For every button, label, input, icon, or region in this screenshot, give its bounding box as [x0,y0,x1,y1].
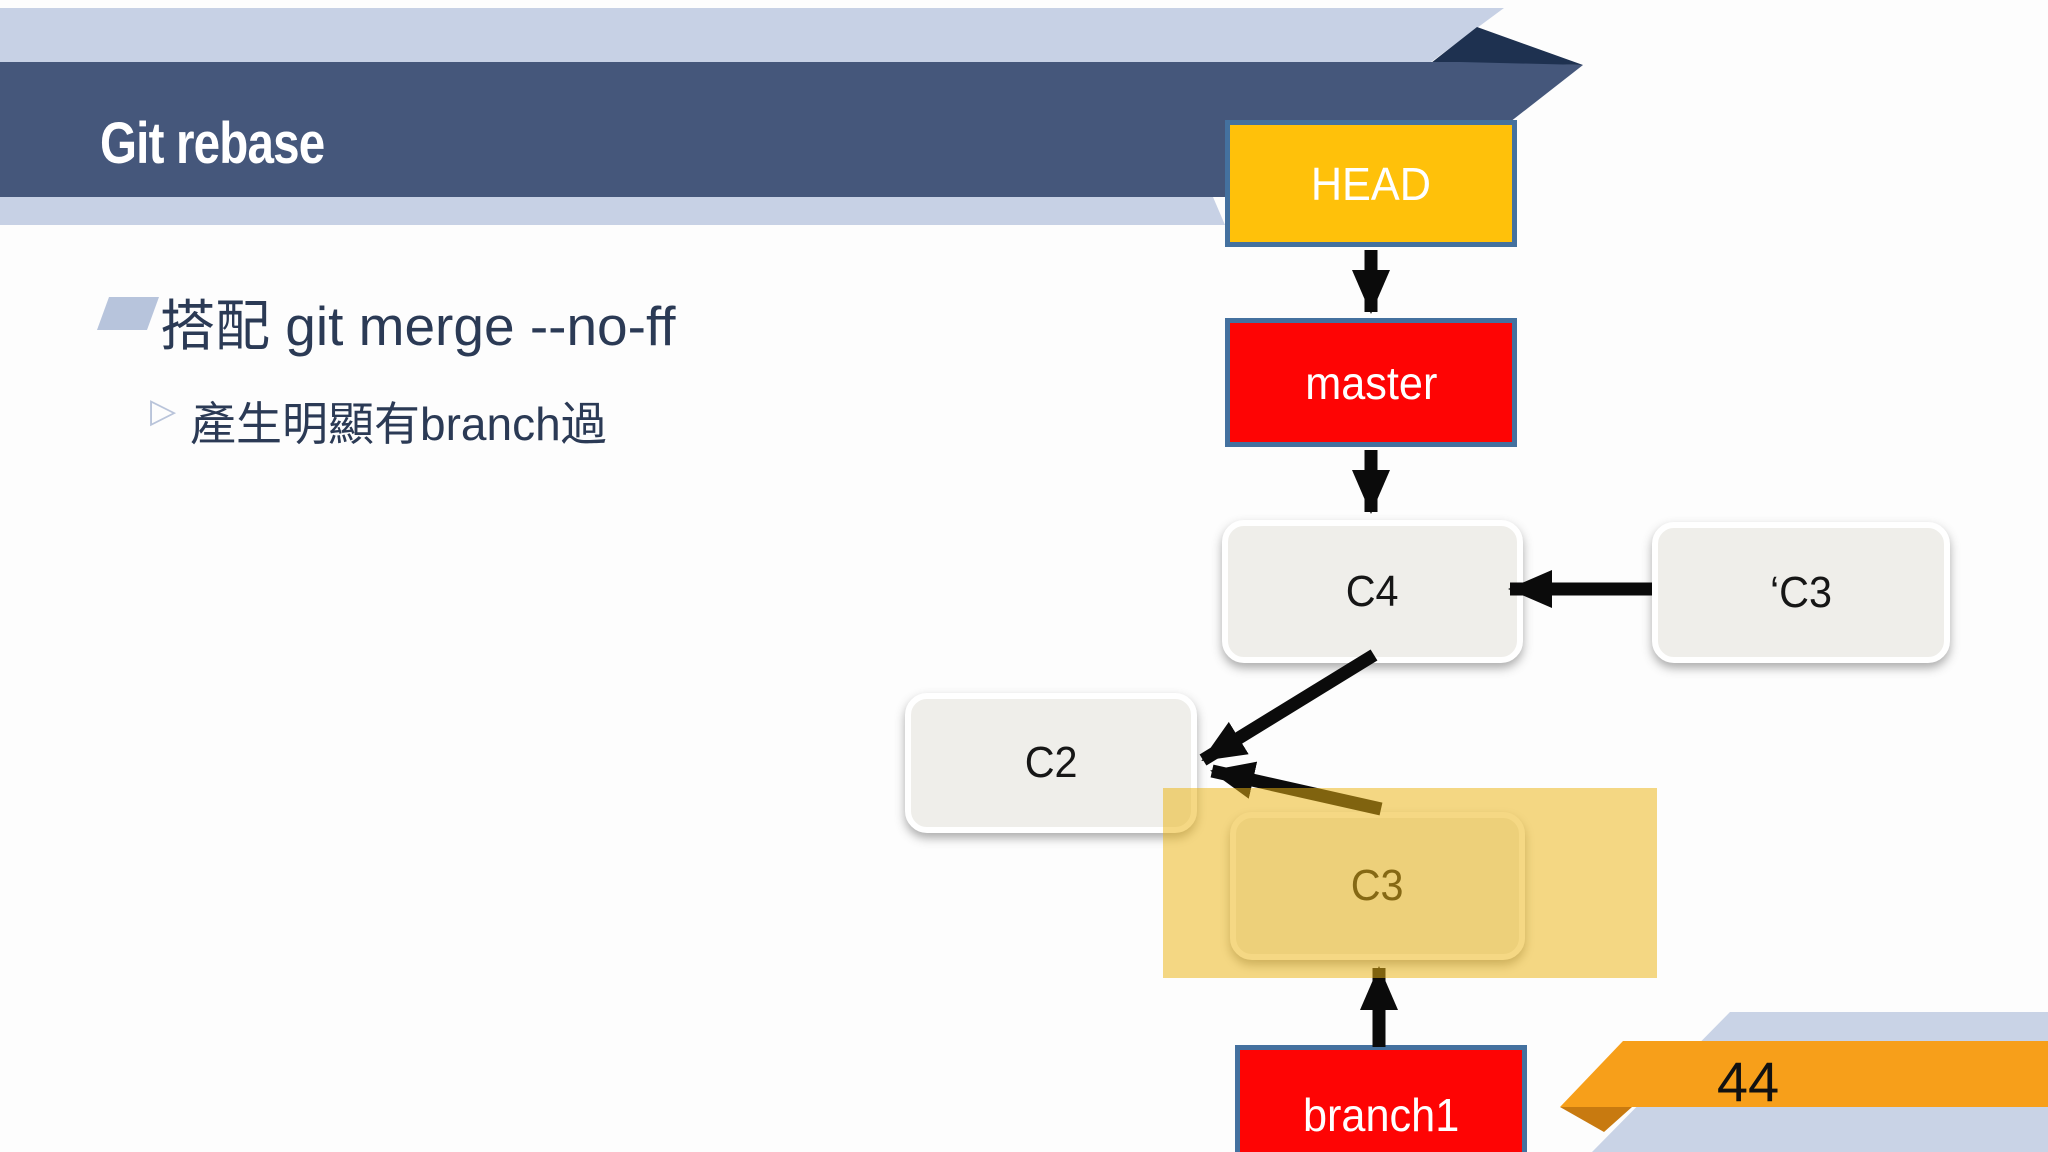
node-commit-c3-prime: ‘C3 [1652,522,1950,663]
bullet-level2-text: 產生明顯有branch過 [190,398,607,450]
page-number: 44 [1716,1050,1780,1113]
node-commit-c4: C4 [1222,520,1523,663]
node-master-label: master [1304,356,1438,409]
highlight-rectangle [1163,788,1657,978]
node-branch1-label: branch1 [1302,1089,1460,1141]
bullet-level1-text: 搭配 git merge --no-ff [160,295,676,357]
node-c3-prime-label: ‘C3 [1769,567,1833,617]
node-commit-c2: C2 [905,693,1197,833]
node-c2-label: C2 [1024,738,1078,787]
node-branch1: branch1 [1235,1045,1527,1152]
arrow-c4-to-c2 [1199,649,1378,766]
page-title: Git rebase [100,111,325,176]
node-head: HEAD [1225,120,1517,247]
node-head-label: HEAD [1310,157,1432,210]
node-master: master [1225,318,1517,447]
bullet-triangle-icon: ▷ [150,392,177,430]
node-c4-label: C4 [1346,566,1399,616]
bullet-square-icon [96,297,160,330]
